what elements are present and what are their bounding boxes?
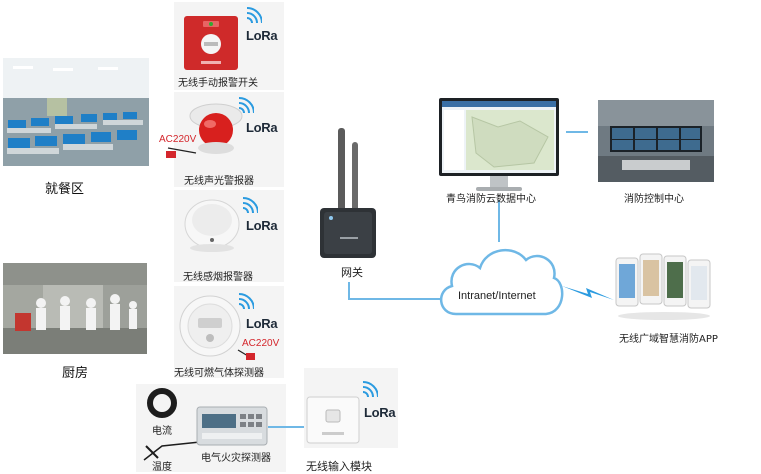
data-center-monitor xyxy=(438,97,560,199)
sound-light-alarm-label: 无线声光警报器 xyxy=(184,176,254,187)
wifi-signal-icon xyxy=(238,97,254,114)
sound-light-alarm xyxy=(186,100,246,164)
manual-alarm-label: 无线手动报警开关 xyxy=(178,78,258,89)
connector-line xyxy=(348,282,350,300)
wireless-link-icon xyxy=(562,286,614,300)
lora-logo: LoRa xyxy=(364,405,396,420)
kitchen-label: 厨房 xyxy=(62,366,89,381)
kitchen-photo xyxy=(3,263,147,354)
wifi-signal-icon xyxy=(362,381,378,398)
mobile-app-phones xyxy=(614,252,714,326)
smoke-alarm xyxy=(183,198,241,258)
connector-line xyxy=(348,298,440,300)
lora-logo: LoRa xyxy=(246,120,278,135)
electrical-fire-detector-label: 电气火灾探测器 xyxy=(201,453,271,464)
connector-line xyxy=(498,200,500,242)
wireless-input-module xyxy=(306,396,360,448)
smoke-alarm-label: 无线感烟报警器 xyxy=(183,272,253,283)
power-plug-icon xyxy=(237,349,255,360)
gas-detector-label: 无线可燃气体探测器 xyxy=(174,368,264,379)
app-label: 无线广域智慧消防APP xyxy=(619,334,718,345)
ac220v-label: AC220V xyxy=(242,338,280,349)
dining-area-photo xyxy=(3,58,149,166)
temperature-sensor-label: 温度 xyxy=(152,462,172,473)
control-center-photo xyxy=(598,100,714,182)
ac220v-label: AC220V xyxy=(159,134,197,145)
lora-logo: LoRa xyxy=(246,28,278,43)
wifi-signal-icon xyxy=(238,293,254,310)
current-sensor-label: 电流 xyxy=(152,426,172,437)
cloud-shape xyxy=(440,248,564,316)
control-center-label: 消防控制中心 xyxy=(624,194,684,205)
power-plug-icon xyxy=(166,147,197,158)
cloud-label: Intranet/Internet xyxy=(458,290,536,302)
electrical-fire-detector xyxy=(196,406,268,450)
connector-line xyxy=(566,131,588,133)
connector-line xyxy=(268,426,306,428)
input-module-label: 无线输入模块 xyxy=(306,460,372,473)
wifi-signal-icon xyxy=(246,7,262,24)
lora-logo: LoRa xyxy=(246,218,278,233)
manual-alarm-switch xyxy=(183,15,239,75)
gateway-device xyxy=(318,124,378,268)
wifi-signal-icon xyxy=(242,197,258,214)
current-transformer-icon xyxy=(147,388,177,418)
gateway-label: 网关 xyxy=(341,266,363,279)
lora-logo: LoRa xyxy=(246,316,278,331)
temperature-probe-icon xyxy=(143,441,201,461)
dining-area-label: 就餐区 xyxy=(45,182,85,197)
data-center-label: 青鸟消防云数据中心 xyxy=(446,194,536,205)
gas-detector xyxy=(178,294,242,362)
